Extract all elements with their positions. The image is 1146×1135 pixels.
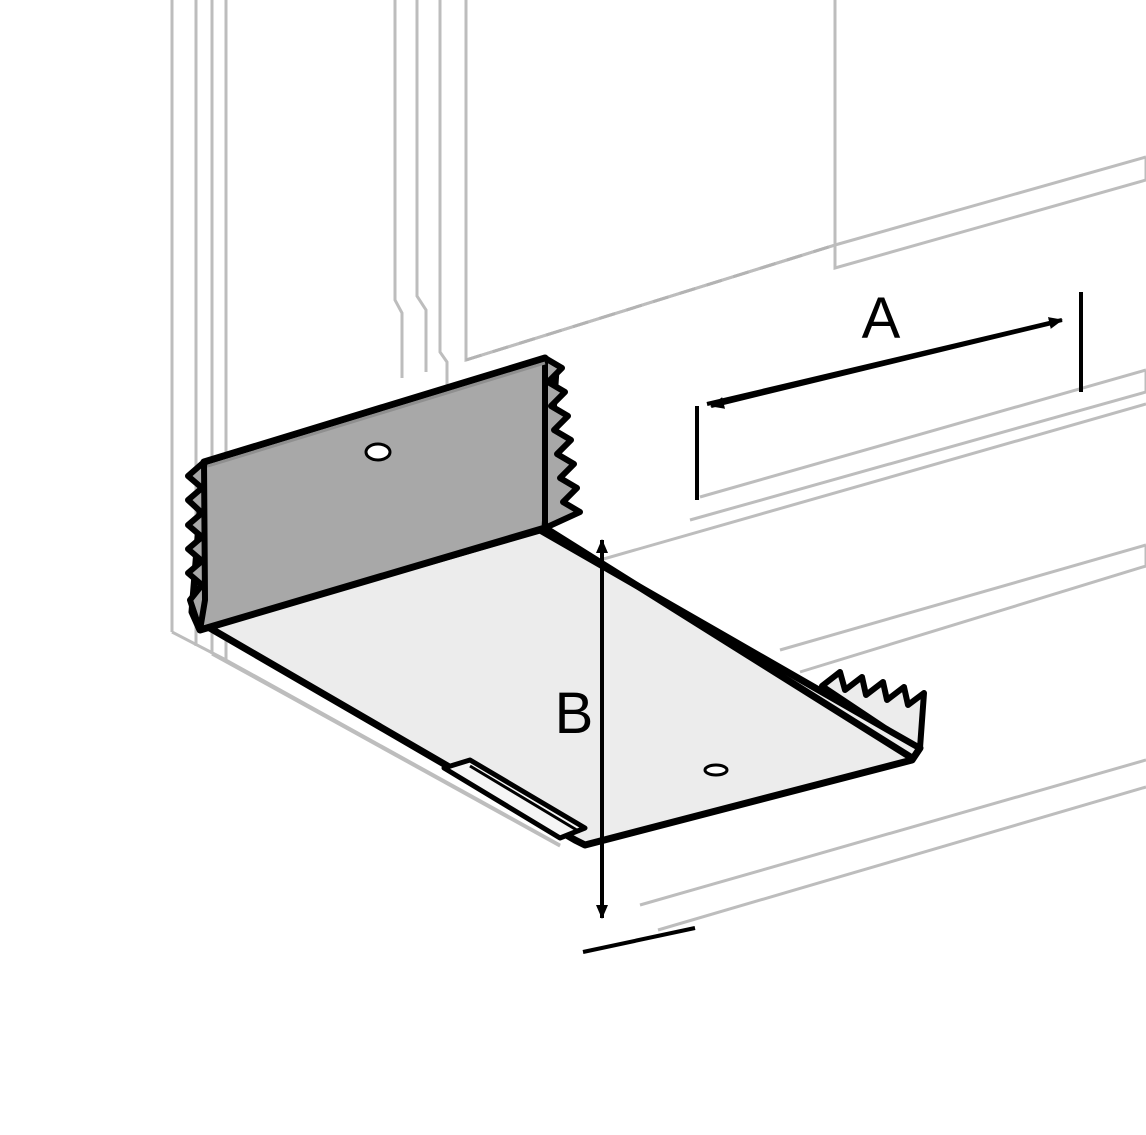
dimension-a-label: A (862, 286, 901, 351)
dimension-b-label: B (555, 681, 594, 746)
dimension-a-group (695, 292, 1083, 500)
channel-profile-construction (170, 0, 1146, 932)
bend-line (199, 525, 546, 633)
dimension-b-group (582, 539, 696, 954)
shelf-back-edge (543, 525, 914, 761)
